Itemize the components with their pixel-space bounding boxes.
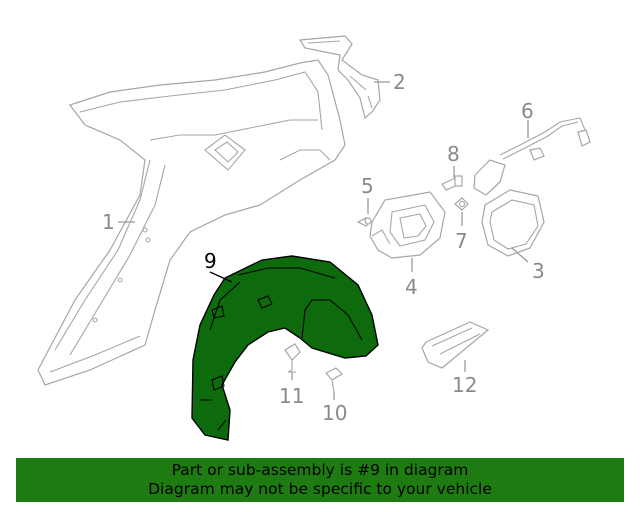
callout-5: 5 <box>361 174 374 198</box>
screw-part-10 <box>325 367 343 393</box>
callout-3: 3 <box>532 259 545 283</box>
callout-8: 8 <box>447 142 460 166</box>
banner-line-1: Part or sub-assembly is #9 in diagram <box>171 461 469 479</box>
liner-body <box>191 255 379 441</box>
callout-12: 12 <box>452 373 477 397</box>
push-clip-part-11 <box>284 343 301 373</box>
callout-1: 1 <box>102 210 115 234</box>
callout-2: 2 <box>393 70 406 94</box>
callout-9: 9 <box>204 249 217 273</box>
parts-diagram: 1 2 3 4 5 6 7 8 9 10 11 12 <box>37 35 591 441</box>
clip-part-7 <box>454 197 469 211</box>
callout-7: 7 <box>455 229 468 253</box>
callout-6: 6 <box>521 99 534 123</box>
bolt-part-8 <box>441 175 463 191</box>
quarter-panel-part <box>37 59 346 386</box>
fuel-door-housing-part <box>369 191 446 259</box>
banner-line-2: Diagram may not be specific to your vehi… <box>148 480 492 498</box>
leader-lines <box>118 81 529 400</box>
bracket-part <box>298 35 381 120</box>
callout-4: 4 <box>405 275 418 299</box>
info-banner: Part or sub-assembly is #9 in diagram Di… <box>16 458 624 502</box>
screw-part-5 <box>356 217 372 227</box>
fuel-door-part <box>481 189 545 257</box>
trim-piece-part-12 <box>421 321 490 369</box>
actuator-part <box>473 117 591 196</box>
wheelhouse-liner-part <box>191 255 379 441</box>
callout-11: 11 <box>279 384 304 408</box>
callout-10: 10 <box>322 401 347 425</box>
